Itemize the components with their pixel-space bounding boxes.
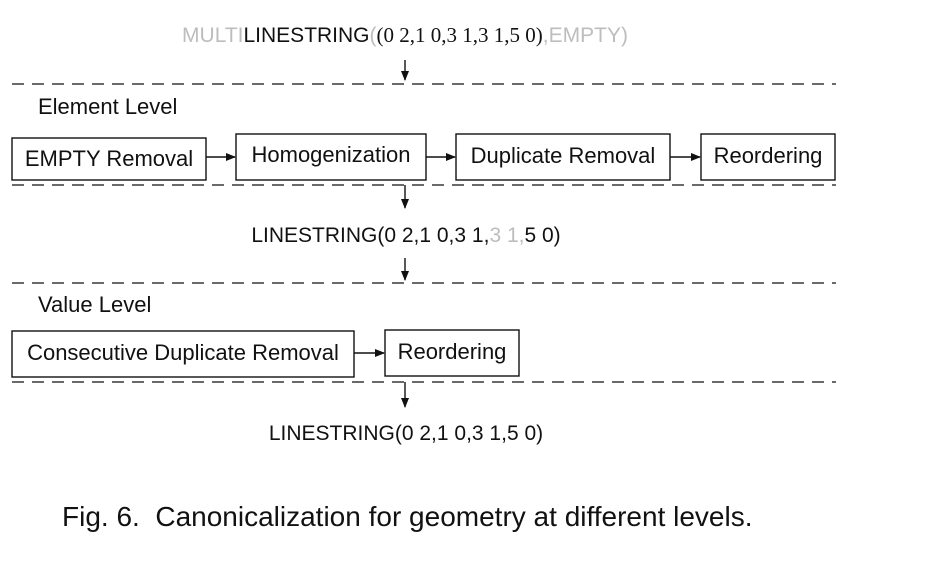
input-geometry-open-paren: ( <box>370 24 377 47</box>
intermediate-geometry-prefix: LINESTRING(0 2,1 0,3 1, <box>251 224 489 247</box>
step-box-element-reordering <box>700 133 836 181</box>
intermediate-geometry-faded: 3 1, <box>489 224 524 247</box>
step-box-homogenization <box>235 133 427 181</box>
value-level-title: Value Level <box>38 292 151 317</box>
step-box-consecutive-duplicate-removal <box>11 330 355 378</box>
input-geometry-suffix: ,EMPTY) <box>543 24 628 47</box>
value-level-pipeline: Consecutive Duplicate Removal Reordering <box>11 329 520 378</box>
element-level-title: Element Level <box>38 94 177 119</box>
step-label-homogenization: Homogenization <box>252 142 411 167</box>
input-geometry: MULTILINESTRING((0 2,1 0,3 1,3 1,5 0),EM… <box>182 23 628 47</box>
step-label-value-reordering: Reordering <box>398 339 507 364</box>
step-label-element-reordering: Reordering <box>714 143 823 168</box>
step-box-duplicate-removal <box>455 133 671 181</box>
input-geometry-prefix: MULTI <box>182 24 243 47</box>
output-geometry: LINESTRING(0 2,1 0,3 1,5 0) <box>269 422 543 445</box>
step-box-value-reordering <box>384 329 520 377</box>
step-label-empty-removal: EMPTY Removal <box>25 146 193 171</box>
input-geometry-main: LINESTRING <box>244 24 370 47</box>
step-label-consecutive-duplicate-removal: Consecutive Duplicate Removal <box>27 340 339 365</box>
element-level-pipeline: EMPTY Removal Homogenization Duplicate R… <box>11 133 836 181</box>
step-label-duplicate-removal: Duplicate Removal <box>471 143 656 168</box>
intermediate-geometry: LINESTRING(0 2,1 0,3 1,3 1,5 0) <box>251 224 560 247</box>
input-geometry-coords: (0 2,1 0,3 1,3 1,5 0) <box>377 23 543 47</box>
step-box-empty-removal <box>11 137 207 181</box>
intermediate-geometry-suffix: 5 0) <box>524 224 560 247</box>
figure-caption: Fig. 6. Canonicalization for geometry at… <box>62 501 753 532</box>
